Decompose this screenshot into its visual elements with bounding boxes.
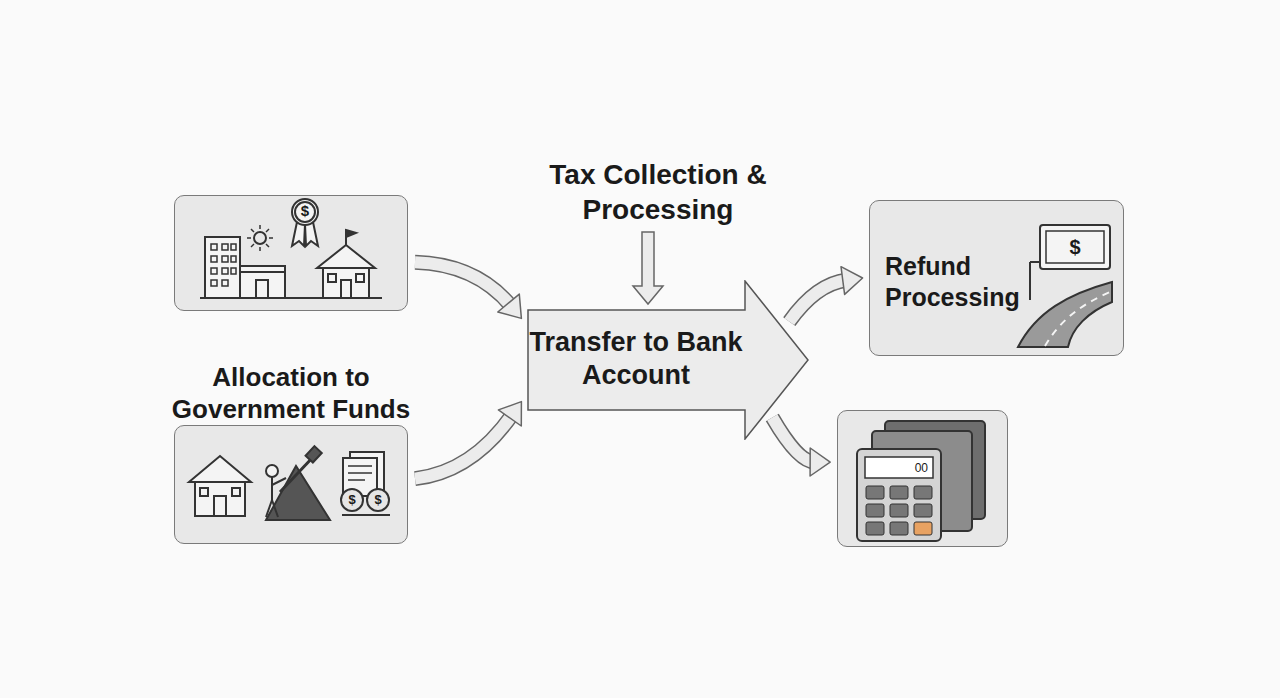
display-digits: 00 bbox=[880, 461, 928, 476]
arrow-shaft bbox=[772, 418, 814, 462]
process-box: Refund Processing bbox=[869, 200, 1124, 356]
dollar-sign: $ bbox=[295, 202, 315, 221]
arrow-head bbox=[498, 402, 521, 426]
dollar-sign: $ bbox=[1063, 235, 1087, 260]
arrow-shaft-outline bbox=[415, 262, 511, 306]
flow-label: Tax Collection & Processing bbox=[528, 157, 788, 227]
process-box: Allocation to Government Funds bbox=[150, 350, 432, 544]
arrow-shaft-outline bbox=[415, 415, 512, 479]
node-text: Transfer to Bank Account bbox=[527, 310, 745, 408]
down-arrow bbox=[633, 232, 663, 304]
icon-box bbox=[837, 410, 1008, 547]
flow-arrow bbox=[772, 418, 830, 476]
arrow-head bbox=[841, 267, 863, 295]
icon-box bbox=[174, 195, 408, 311]
box-outline bbox=[174, 195, 408, 311]
arrow-shaft-outline bbox=[789, 280, 847, 322]
box-outline bbox=[174, 425, 408, 544]
transfer-arrow: Transfer to Bank Account bbox=[527, 280, 809, 440]
node-text: Refund Processing bbox=[885, 251, 1035, 312]
node-text: Allocation to Government Funds bbox=[150, 362, 432, 425]
flow-arrow bbox=[415, 402, 521, 479]
arrow-head bbox=[498, 294, 522, 318]
arrow-head bbox=[810, 448, 830, 476]
arrow-outline bbox=[528, 281, 808, 439]
dollar-sign: $ bbox=[344, 492, 360, 508]
flow-arrow bbox=[415, 262, 521, 318]
box-outline bbox=[837, 410, 1008, 547]
flow-arrow bbox=[789, 267, 862, 322]
arrow-shaft-outline bbox=[772, 418, 814, 462]
arrow-shaft bbox=[415, 262, 511, 306]
arrow-shaft bbox=[415, 415, 512, 479]
dollar-sign: $ bbox=[370, 492, 386, 508]
arrow-shaft bbox=[789, 280, 847, 322]
